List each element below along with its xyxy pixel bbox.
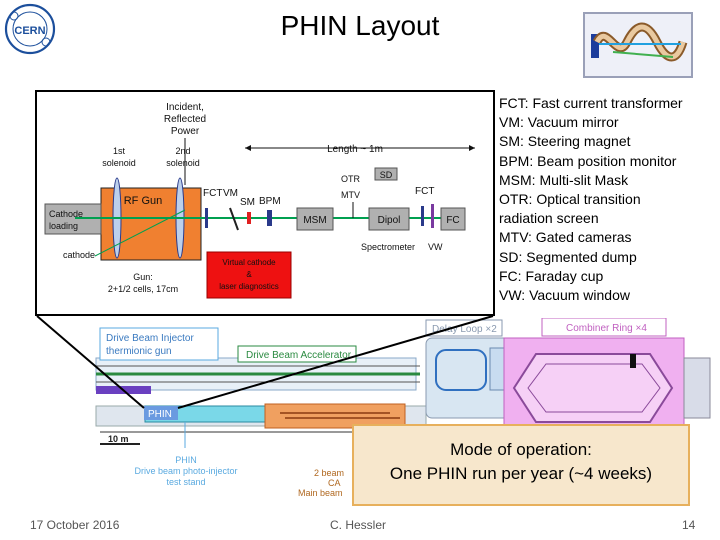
- legend-item: SD: Segmented dump: [499, 248, 637, 265]
- phin-layout-diagram: Incident, Reflected Power 1st solenoid 2…: [35, 90, 495, 316]
- footer-date: 17 October 2016: [30, 518, 120, 532]
- abbreviation-legend: FCT: Fast current transformer VM: Vacuum…: [499, 94, 683, 305]
- incident-line3: Power: [171, 126, 200, 137]
- cern-logo-text: CERN: [14, 25, 45, 37]
- beam-desc-line2: CA: [328, 478, 341, 488]
- mtv-label: MTV: [341, 190, 360, 200]
- vm-label: VM: [223, 188, 238, 199]
- phin-logo: [583, 12, 693, 78]
- phin-tag: [144, 406, 178, 420]
- drive-injector-line1: Drive Beam Injector: [106, 333, 194, 344]
- phin-desc-line3: test stand: [166, 477, 205, 487]
- delay-loop-text: Delay Loop ×2: [432, 324, 497, 335]
- bpm-label: BPM: [259, 196, 281, 207]
- legend-item: FC: Faraday cup: [499, 267, 604, 284]
- footer-author: C. Hessler: [330, 518, 387, 532]
- incident-line1: Incident,: [166, 102, 204, 113]
- sd-label: SD: [380, 170, 393, 180]
- fct2-label: FCT: [415, 186, 434, 197]
- beam-desc-line1: 2 beam: [314, 468, 344, 478]
- virtual-line1: Virtual cathode: [222, 258, 276, 267]
- sol2-line1: 2nd: [175, 146, 190, 156]
- cathode-loading-line2: loading: [49, 221, 78, 231]
- combiner-ring: [512, 353, 674, 423]
- incident-line2: Reflected: [164, 114, 206, 125]
- vm: [229, 207, 239, 231]
- legend-item: MTV: Gated cameras: [499, 229, 632, 246]
- legend-item: VM: Vacuum mirror: [499, 114, 619, 131]
- cern-logo: CERN: [4, 3, 56, 55]
- sm: [247, 212, 251, 224]
- bpm: [267, 210, 272, 226]
- phin-desc-line2: Drive beam photo-injector: [134, 466, 237, 476]
- virtual-cathode-box: [206, 251, 292, 299]
- mode-title: Mode of operation:: [450, 440, 592, 459]
- combiner-label: [541, 318, 667, 337]
- otr-label: OTR: [341, 174, 360, 184]
- length-label: Length ~ 1m: [327, 144, 383, 155]
- gun-line1: Gun:: [133, 272, 153, 282]
- cathode-loading-line1: Cathode: [49, 209, 83, 219]
- rf-gun-label: RF Gun: [124, 195, 163, 207]
- fc-label: FC: [446, 215, 459, 226]
- gun-line2: 2+1/2 cells, 17cm: [108, 284, 178, 294]
- fct1-label: FCT: [203, 188, 222, 199]
- beam-desc-line3: Main beam: [298, 488, 343, 498]
- fc: [440, 207, 466, 231]
- legend-item: SM: Steering magnet: [499, 133, 631, 150]
- page-number: 14: [682, 518, 696, 532]
- phin-tag-text: PHIN: [148, 409, 172, 420]
- legend-item: BPM: Beam position monitor: [499, 152, 677, 169]
- fct1: [205, 208, 208, 228]
- scale-label: 10 m: [108, 434, 129, 444]
- dipol-label: Dipol: [378, 215, 401, 226]
- dipol: [368, 207, 410, 231]
- legend-item: FCT: Fast current transformer: [499, 95, 683, 111]
- mode-of-operation-box: Mode of operation: One PHIN run per year…: [352, 424, 690, 506]
- vw-label: VW: [428, 242, 443, 252]
- phin-desc-line1: PHIN: [175, 455, 197, 465]
- msm-label: MSM: [303, 215, 326, 226]
- fct2: [421, 206, 424, 226]
- virtual-line2: &: [246, 270, 252, 279]
- sd: [374, 167, 398, 181]
- drive-accel-text: Drive Beam Accelerator: [246, 350, 352, 361]
- sm-label: SM: [240, 197, 255, 208]
- drive-injector-line2: thermionic gun: [106, 346, 172, 357]
- spectrometer-label: Spectrometer: [361, 242, 415, 252]
- msm: [296, 207, 334, 231]
- cathode-label: cathode: [63, 250, 95, 260]
- sol1-line2: solenoid: [102, 158, 136, 168]
- legend-item: OTR: Optical transition: [499, 190, 641, 207]
- mode-description: One PHIN run per year (~4 weeks): [389, 464, 653, 483]
- sol1-line1: 1st: [113, 146, 126, 156]
- legend-item: VW: Vacuum window: [499, 286, 630, 303]
- legend-item: radiation screen: [499, 210, 599, 227]
- injector-block: [96, 386, 151, 394]
- slide-title: PHIN Layout: [280, 10, 440, 41]
- legend-item: MSM: Multi-slit Mask: [499, 171, 629, 188]
- vacuum-window: [431, 204, 434, 228]
- combiner-text: Combiner Ring ×4: [566, 323, 647, 334]
- virtual-line3: laser diagnostics: [219, 282, 279, 291]
- sol2-line2: solenoid: [166, 158, 200, 168]
